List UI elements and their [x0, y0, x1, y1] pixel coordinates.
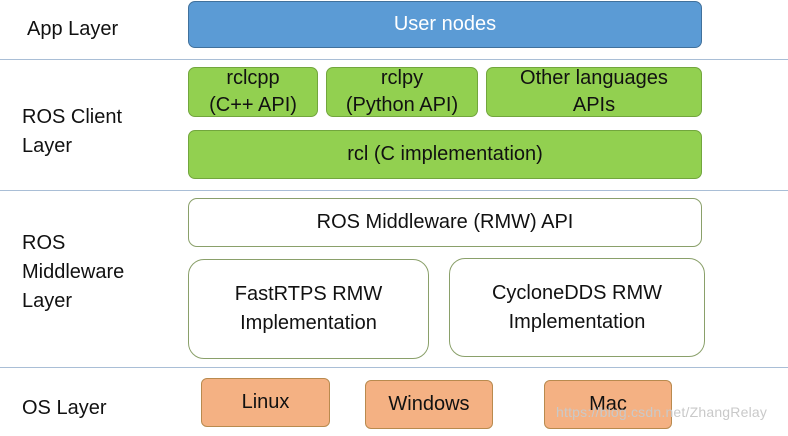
rclpy-box: rclpy (Python API) — [326, 67, 478, 117]
windows-box: Windows — [365, 380, 493, 429]
separator-app-client — [0, 59, 788, 60]
rmw-api-box: ROS Middleware (RMW) API — [188, 198, 702, 247]
user-nodes-box: User nodes — [188, 1, 702, 48]
layer-label-client: ROS Client Layer — [22, 106, 123, 157]
watermark-text: https://blog.csdn.net/ZhangRelay — [556, 404, 768, 420]
linux-box: Linux — [201, 378, 330, 427]
layer-label-app: App Layer — [27, 18, 119, 40]
separator-middleware-os — [0, 367, 788, 368]
other-languages-box: Other languages APIs — [486, 67, 702, 117]
rclcpp-box: rclcpp (C++ API) — [188, 67, 318, 117]
rcl-box: rcl (C implementation) — [188, 130, 702, 179]
fastrtps-rmw-box: FastRTPS RMW Implementation — [188, 259, 429, 359]
mac-box: Mac — [544, 380, 672, 429]
cyclonedds-rmw-box: CycloneDDS RMW Implementation — [449, 258, 705, 357]
layer-label-os: OS Layer — [22, 397, 107, 419]
layer-label-middleware: ROS Middleware Layer — [22, 232, 125, 312]
separator-client-middleware — [0, 190, 788, 191]
